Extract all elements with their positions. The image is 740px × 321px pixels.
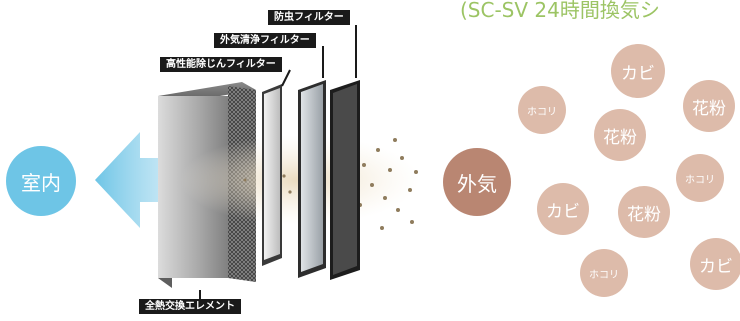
label-outdoor-filter: 外気清浄フィルター (214, 33, 316, 48)
particle-bubble: カビ (611, 44, 665, 98)
particle-bubble: ホコリ (580, 249, 628, 297)
particle-bubble: ホコリ (518, 86, 566, 134)
page-title: (SC-SV 24時間換気シ (460, 0, 660, 22)
particle-bubble: カビ (537, 183, 589, 235)
filter-outdoor-panel (298, 80, 326, 278)
particle-bubble: カビ (690, 238, 740, 290)
label-heat-element: 全熱交換エレメント (139, 299, 241, 314)
particle-bubble: 花粉 (618, 186, 670, 238)
node-indoor: 室内 (6, 146, 76, 216)
particle-bubble: 花粉 (594, 109, 646, 161)
filter-insect-panel (330, 80, 360, 280)
particle-bubble: 花粉 (683, 80, 735, 132)
filter-dust-panel (262, 84, 282, 266)
label-dust-filter: 高性能除じんフィルター (160, 57, 282, 72)
label-insect-filter: 防虫フィルター (268, 10, 350, 25)
node-outdoor: 外気 (443, 148, 511, 216)
particle-bubble: ホコリ (676, 154, 724, 202)
